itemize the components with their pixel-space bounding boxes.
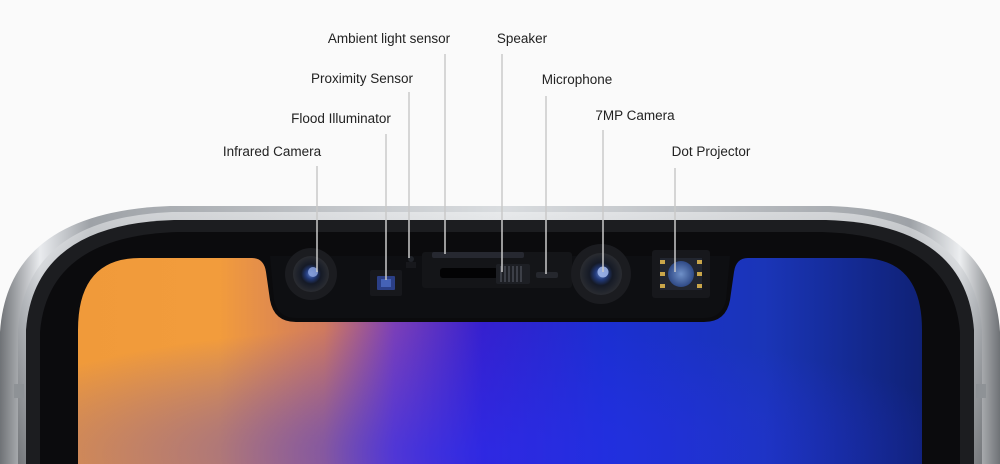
label-dot-projector: Dot Projector bbox=[671, 144, 751, 159]
label-flood-illuminator: Flood Illuminator bbox=[291, 111, 391, 126]
label-speaker: Speaker bbox=[496, 31, 548, 46]
label-ambient-light-sensor: Ambient light sensor bbox=[327, 31, 451, 46]
label-infrared-camera: Infrared Camera bbox=[222, 144, 322, 159]
label-microphone: Microphone bbox=[541, 72, 613, 87]
label-7mp-camera: 7MP Camera bbox=[595, 108, 675, 123]
label-proximity-sensor: Proximity Sensor bbox=[310, 71, 414, 86]
